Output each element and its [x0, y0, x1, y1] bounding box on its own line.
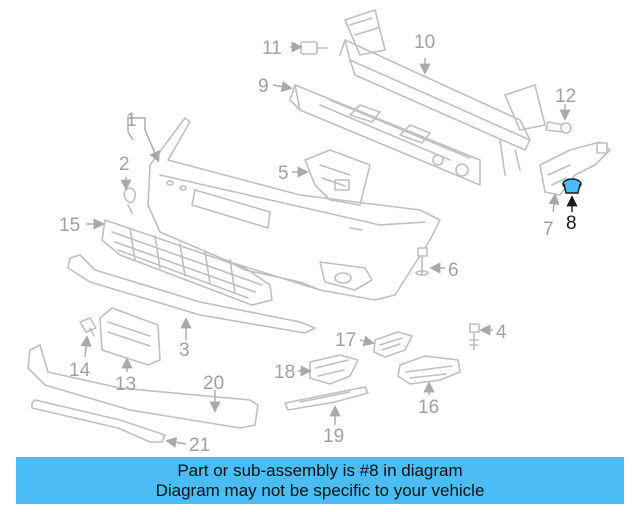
plate-bracket-part-13: [99, 307, 161, 366]
callout-7: 7: [543, 219, 554, 240]
parts-diagram-drawing: 11 10 9 12 1 2 5 7 8 15 6 4 3 17 14 13 1…: [27, 9, 611, 455]
reinforcement-bar-part-10: [339, 9, 546, 176]
callout-19: 19: [323, 426, 344, 447]
lower-strip-part-21: [31, 399, 166, 443]
callout-15: 15: [59, 215, 80, 236]
clip-part-8: [562, 178, 582, 194]
fastener-part-12: [545, 121, 572, 134]
callout-5: 5: [278, 163, 289, 184]
callout-16: 16: [418, 397, 439, 418]
fog-trim-part-18: [309, 354, 359, 385]
fastener-part-2: [123, 187, 137, 214]
bolt-part-6: [415, 247, 429, 276]
absorber-part-9: [289, 84, 481, 186]
chrome-strip-part-19: [284, 386, 369, 411]
callout-17: 17: [335, 330, 356, 351]
callout-2: 2: [119, 154, 130, 175]
caption-line-2: Diagram may not be specific to your vehi…: [155, 480, 485, 500]
callout-21: 21: [189, 435, 210, 455]
fog-trim-part-17: [373, 331, 413, 358]
parts-diagram: 11 10 9 12 1 2 5 7 8 15 6 4 3 17 14 13 1…: [27, 9, 611, 455]
callout-13: 13: [115, 374, 136, 395]
callout-14: 14: [69, 360, 91, 381]
side-bracket-part-7: [539, 141, 611, 196]
callout-leaders: [80, 41, 578, 448]
callout-10: 10: [414, 32, 435, 53]
callout-18: 18: [274, 362, 295, 383]
bolt-part-4: [469, 323, 480, 351]
deflector-part-20: [27, 344, 259, 429]
callout-11: 11: [262, 38, 282, 59]
lower-grille-part-15: [101, 219, 273, 306]
caption-banner: Part or sub-assembly is #8 in diagram Di…: [16, 457, 624, 504]
callout-9: 9: [258, 76, 269, 97]
callout-1: 1: [126, 110, 137, 131]
callout-20: 20: [203, 373, 224, 394]
trim-strip-part-3: [67, 254, 316, 334]
callout-4: 4: [496, 322, 507, 343]
callout-3: 3: [179, 340, 190, 361]
fog-trim-part-16: [397, 355, 461, 385]
bumper-cover-part-1: [147, 117, 441, 301]
callout-8: 8: [566, 213, 577, 234]
callout-6: 6: [448, 260, 459, 281]
screw-part-14: [79, 317, 97, 337]
callout-numbers: 11 10 9 12 1 2 5 7 8 15 6 4 3 17 14 13 1…: [59, 32, 577, 455]
callout-12: 12: [555, 86, 576, 107]
bolt-part-11: [300, 41, 328, 55]
caption-line-1: Part or sub-assembly is #8 in diagram: [177, 460, 463, 480]
mount-bracket-part-5: [304, 149, 371, 206]
